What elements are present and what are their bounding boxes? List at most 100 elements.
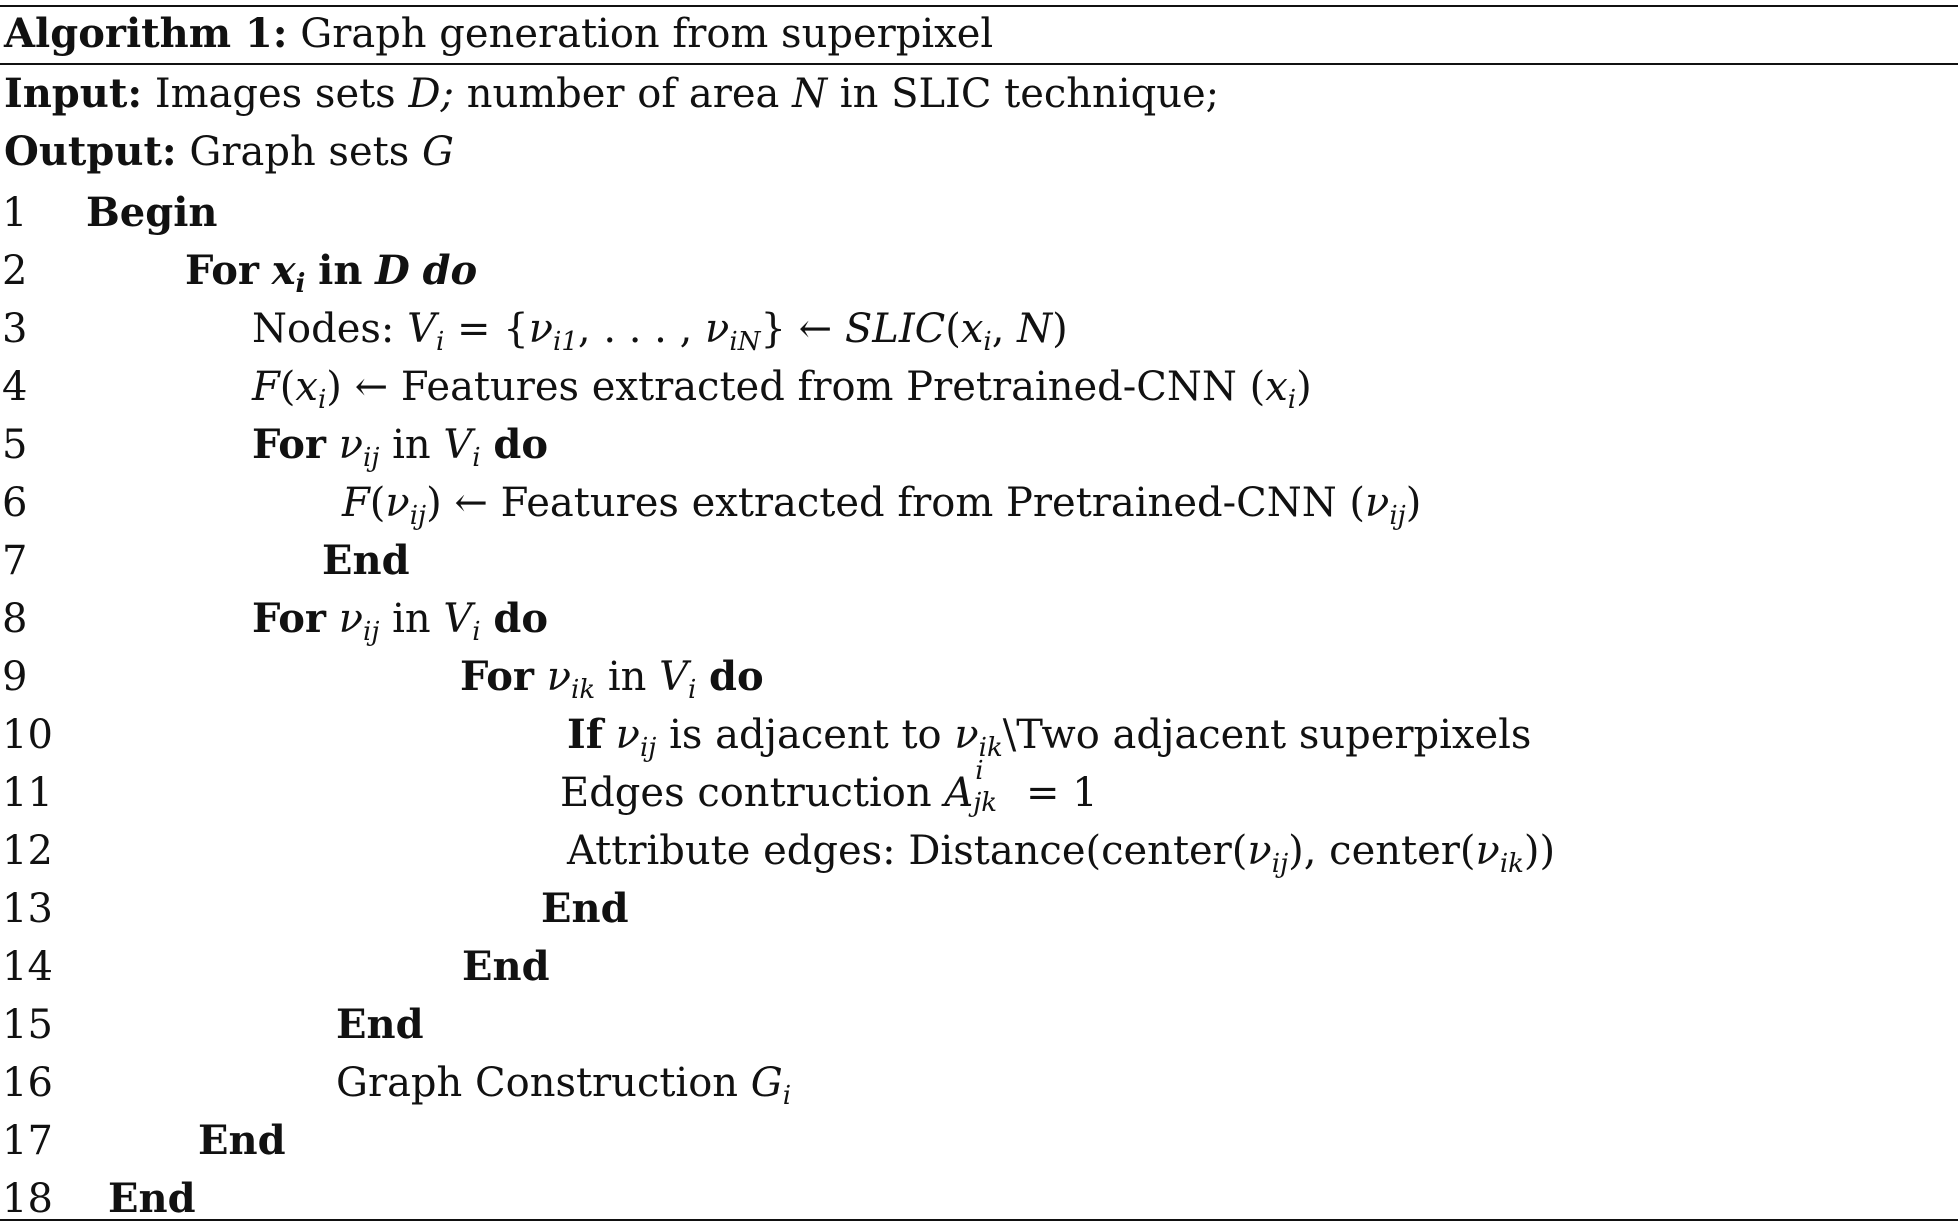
subscript: ij [639, 733, 657, 763]
adjacent-text: is adjacent to [669, 712, 955, 758]
algorithm-line: 7 End [0, 532, 1958, 590]
var-v: V [443, 422, 473, 468]
line-number: 15 [2, 1002, 53, 1048]
subscript: iN [729, 327, 761, 357]
keyword-for: For [252, 595, 326, 642]
algorithm-line: 10 If νij is adjacent to νik\Two adjacen… [0, 706, 1958, 764]
var-x: x [1265, 364, 1288, 410]
line-code: For xi in D do [185, 242, 477, 300]
line-number: 7 [2, 538, 28, 584]
var-x: x [271, 247, 296, 294]
features-text: Features extracted from Pretrained-CNN ( [400, 364, 1266, 410]
line-number: 14 [2, 944, 53, 990]
attribute-text: Attribute edges: Distance(center( [567, 828, 1248, 874]
var-nu: ν [615, 712, 640, 758]
var-n: N [1017, 306, 1053, 352]
var-nu: ν [1365, 480, 1390, 526]
algorithm-title-text: Graph generation from superpixel [300, 11, 994, 57]
line-code: Begin [86, 184, 218, 242]
line-number: 17 [2, 1118, 53, 1164]
algorithm-input: Input: Images sets D; number of area N i… [4, 68, 1219, 120]
line-code: If νij is adjacent to νik\Two adjacent s… [567, 706, 1531, 764]
subscript: i [687, 675, 697, 705]
keyword-for: For [252, 421, 326, 468]
keyword-do: do [493, 421, 548, 468]
keyword-for: For [185, 247, 259, 294]
var-nu: ν [546, 654, 572, 700]
algorithm-line: 16 Graph Construction Gi [0, 1054, 1958, 1112]
line-code: End [336, 996, 424, 1054]
subscript: ij [363, 443, 380, 473]
edges-text: Edges contruction [560, 770, 945, 816]
keyword-end: End [462, 943, 550, 990]
line-number: 16 [2, 1060, 53, 1106]
algorithm-line: 14 End [0, 938, 1958, 996]
input-var-n: N [792, 71, 828, 117]
output-label: Output: [4, 128, 177, 175]
var-a: A [944, 770, 974, 816]
line-number: 13 [2, 886, 53, 932]
subscript: jk [973, 788, 998, 818]
keyword-end: End [198, 1117, 286, 1164]
line-number: 4 [2, 364, 28, 410]
algorithm-line: 8 For νij in Vi do [0, 590, 1958, 648]
var-nu: ν [705, 306, 730, 352]
algorithm-line: 6 F(νij) ← Features extracted from Pretr… [0, 474, 1958, 532]
var-nu: ν [1475, 828, 1500, 874]
var-x: x [295, 364, 318, 410]
algorithm-line: 2 For xi in D do [0, 242, 1958, 300]
algorithm-line: 13 End [0, 880, 1958, 938]
output-var-g: G [421, 129, 454, 175]
subscript: ik [571, 675, 596, 705]
func-slic: SLIC [844, 306, 946, 352]
var-nu: ν [338, 596, 364, 642]
ellipsis: , . . . , [577, 306, 706, 352]
keyword-in: in [392, 422, 431, 468]
input-text: number of area [453, 71, 793, 117]
var-nu: ν [338, 422, 364, 468]
subscript: i [317, 385, 327, 415]
keyword-for: For [460, 653, 534, 700]
keyword-if: If [567, 711, 603, 758]
keyword-in: in [318, 247, 363, 294]
line-code: For νij in Vi do [252, 416, 548, 474]
keyword-in: in [607, 654, 647, 700]
line-code: F(νij) ← Features extracted from Pretrai… [342, 480, 1422, 531]
line-code: F(xi) ← Features extracted from Pretrain… [252, 364, 1312, 415]
var-v: V [659, 654, 688, 700]
subscript: ik [1499, 849, 1524, 879]
arrow-icon: ← [798, 306, 833, 352]
keyword-begin: Begin [86, 189, 218, 236]
keyword-end: End [322, 537, 410, 584]
algorithm-line: 18 End [0, 1170, 1958, 1228]
line-code: Nodes: Vi = {νi1, . . . , νiN} ← SLIC(xi… [252, 306, 1068, 357]
subscript: i [983, 327, 992, 357]
var-nu: ν [954, 712, 979, 758]
line-number: 18 [2, 1176, 53, 1222]
keyword-do: do [422, 247, 478, 294]
var-v: V [443, 596, 473, 642]
line-number: 12 [2, 828, 53, 874]
line-number: 5 [2, 422, 28, 468]
var-nu: ν [528, 306, 554, 352]
top-rule [0, 5, 1958, 7]
var-x: x [960, 306, 984, 352]
line-code: Attribute edges: Distance(center(νij), c… [567, 822, 1555, 880]
input-label: Input: [4, 70, 143, 117]
algorithm-output: Output: Graph sets G [4, 126, 454, 178]
var-nu: ν [1247, 828, 1272, 874]
algorithm-line: 17 End [0, 1112, 1958, 1170]
line-code: For νik in Vi do [460, 648, 764, 706]
input-text: Images sets [154, 71, 409, 117]
var-v: V [407, 306, 436, 352]
line-code: End [541, 880, 629, 938]
input-var-d: D; [408, 71, 454, 117]
header-rule [0, 63, 1958, 65]
line-number: 6 [2, 480, 28, 526]
algorithm-lines: 1 Begin 2 For xi in D do 3 Nodes: Vi = {… [0, 184, 1958, 1228]
line-code: End [322, 532, 410, 590]
line-number: 9 [2, 654, 28, 700]
algorithm-line: 1 Begin [0, 184, 1958, 242]
